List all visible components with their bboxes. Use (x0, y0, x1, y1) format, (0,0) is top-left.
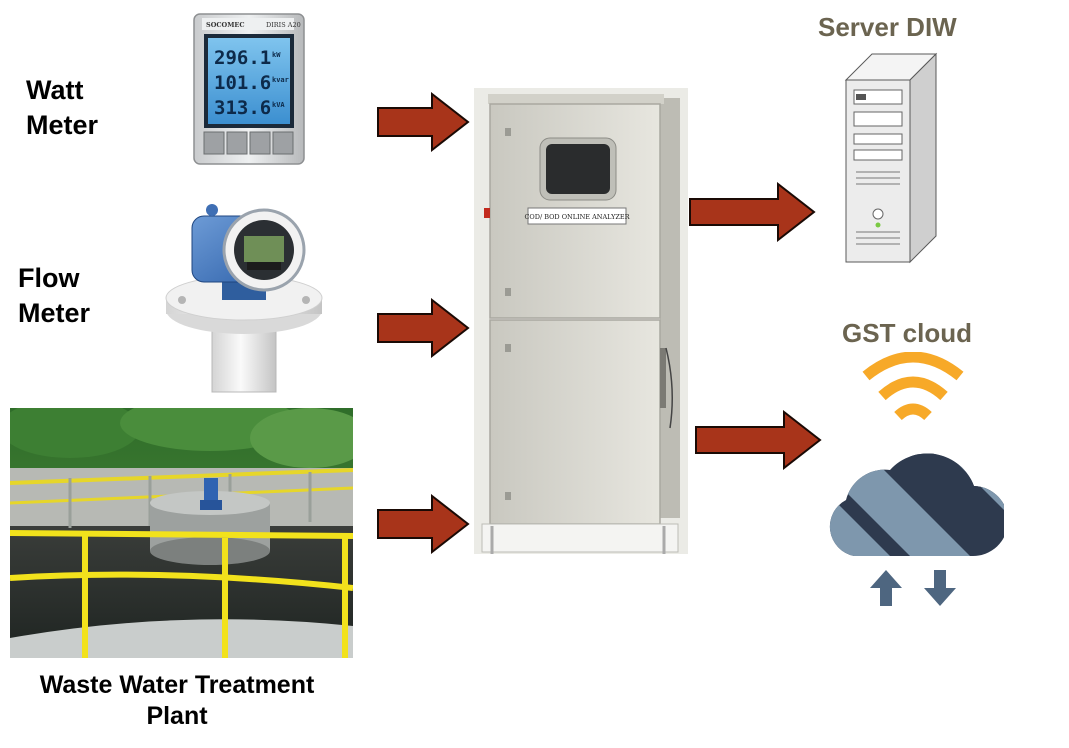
watt-meter-unit-3: kVA (272, 101, 285, 109)
plant-label-line2: Plant (146, 702, 208, 730)
watt-meter-lcd (208, 38, 290, 124)
flow-meter-label-line1: Flow (18, 263, 80, 293)
analyzer-lower-door (489, 319, 661, 525)
download-arrow-icon (924, 570, 956, 606)
watt-meter-reading-1: 296.1 (214, 47, 271, 69)
watt-meter-label: Watt Meter (26, 73, 98, 143)
plant-photo (10, 408, 353, 658)
flow-meter-label: Flow Meter (18, 261, 90, 331)
watt-meter-unit-2: kvar (272, 76, 289, 84)
plant-label-line1: Waste Water Treatment (39, 671, 315, 699)
flow-meter-device (165, 204, 323, 393)
arrow-watt-to-analyzer (377, 92, 470, 152)
upload-arrow-icon (870, 570, 902, 606)
watt-meter-label-line1: Watt (26, 75, 84, 105)
cloud-icon (829, 453, 1004, 557)
analyzer-window (546, 144, 610, 194)
cloud-label: GST cloud (842, 318, 972, 348)
watt-meter-model: DIRIS A20 (266, 21, 301, 29)
watt-meter-label-line2: Meter (26, 110, 99, 140)
watt-meter-reading-2: 101.6 (214, 72, 271, 94)
plant-label: Waste Water Treatment Plant (10, 670, 344, 732)
arrow-analyzer-to-cloud (695, 410, 822, 470)
watt-meter-buttons (203, 131, 294, 155)
analyzer-cabinet: COD/ BOD ONLINE ANALYZER (474, 88, 688, 554)
wifi-icon (862, 352, 964, 421)
arrow-plant-to-analyzer (377, 494, 470, 554)
watt-meter-unit-1: kW (272, 51, 281, 59)
arrow-analyzer-to-server (689, 182, 816, 242)
server-icon (844, 52, 938, 264)
watt-meter-device: SOCOMEC DIRIS A20 296.1 101.6 313.6 kW k… (193, 13, 305, 165)
watt-meter-brand: SOCOMEC (206, 21, 245, 29)
flow-meter-label-line2: Meter (18, 298, 91, 328)
server-label: Server DIW (818, 12, 957, 42)
arrow-flow-to-analyzer (377, 298, 470, 358)
watt-meter-reading-3: 313.6 (214, 97, 271, 119)
analyzer-panel-label: COD/ BOD ONLINE ANALYZER (524, 213, 630, 221)
